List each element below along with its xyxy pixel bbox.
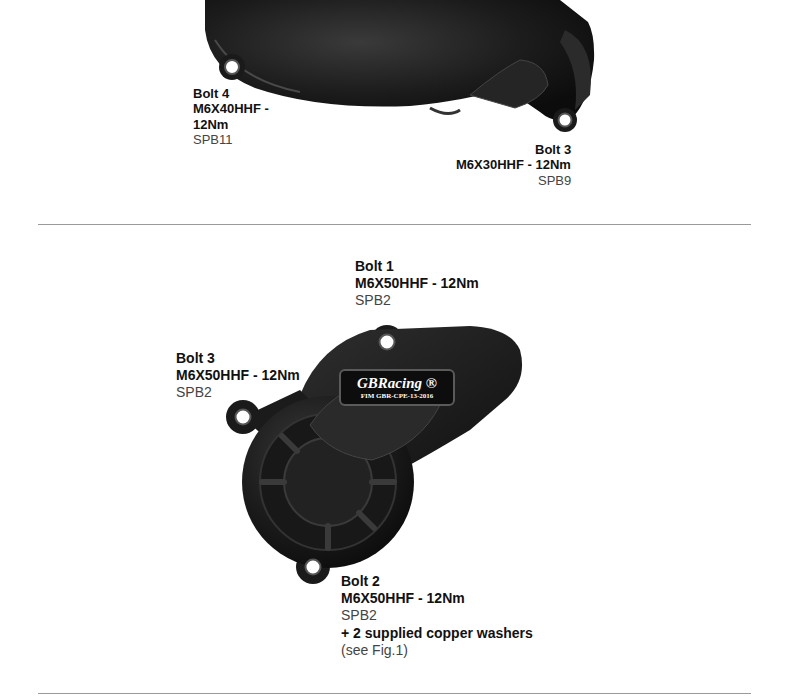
approval-code: FIM GBR-CPE-13-2016 (349, 392, 445, 401)
part-code: SPB2 (355, 292, 391, 308)
bolt-label: M6X50HHF - 12Nm (341, 590, 465, 606)
part-code: SPB11 (193, 132, 233, 148)
part-code: (see Fig.1) (341, 642, 408, 658)
part-code: SPB2 (176, 384, 212, 400)
bolt-label: M6X40HHF - 12Nm (193, 101, 277, 133)
bolt-label: M6X50HHF - 12Nm (355, 275, 479, 291)
part-code: SPB2 (341, 607, 377, 623)
bolt-label: Bolt 2 (341, 573, 380, 589)
part-code: SPB9 (538, 173, 571, 189)
bolt-label: Bolt 3 (535, 142, 571, 158)
bolt-label: + 2 supplied copper washers (341, 625, 533, 641)
logo-badge: GBRacing ®FIM GBR-CPE-13-2016 (339, 369, 455, 406)
divider (38, 224, 751, 225)
bolt-label: Bolt 3 (176, 350, 215, 366)
bolt-label: M6X50HHF - 12Nm (176, 367, 300, 383)
pump-cover-drawing (226, 325, 522, 584)
bolt-label: M6X30HHF - 12Nm (456, 157, 571, 173)
brand-name: GBRacing ® (349, 375, 445, 392)
divider (38, 693, 751, 694)
bolt-label: Bolt 1 (355, 258, 394, 274)
bolt-label: Bolt 4 (193, 86, 229, 102)
